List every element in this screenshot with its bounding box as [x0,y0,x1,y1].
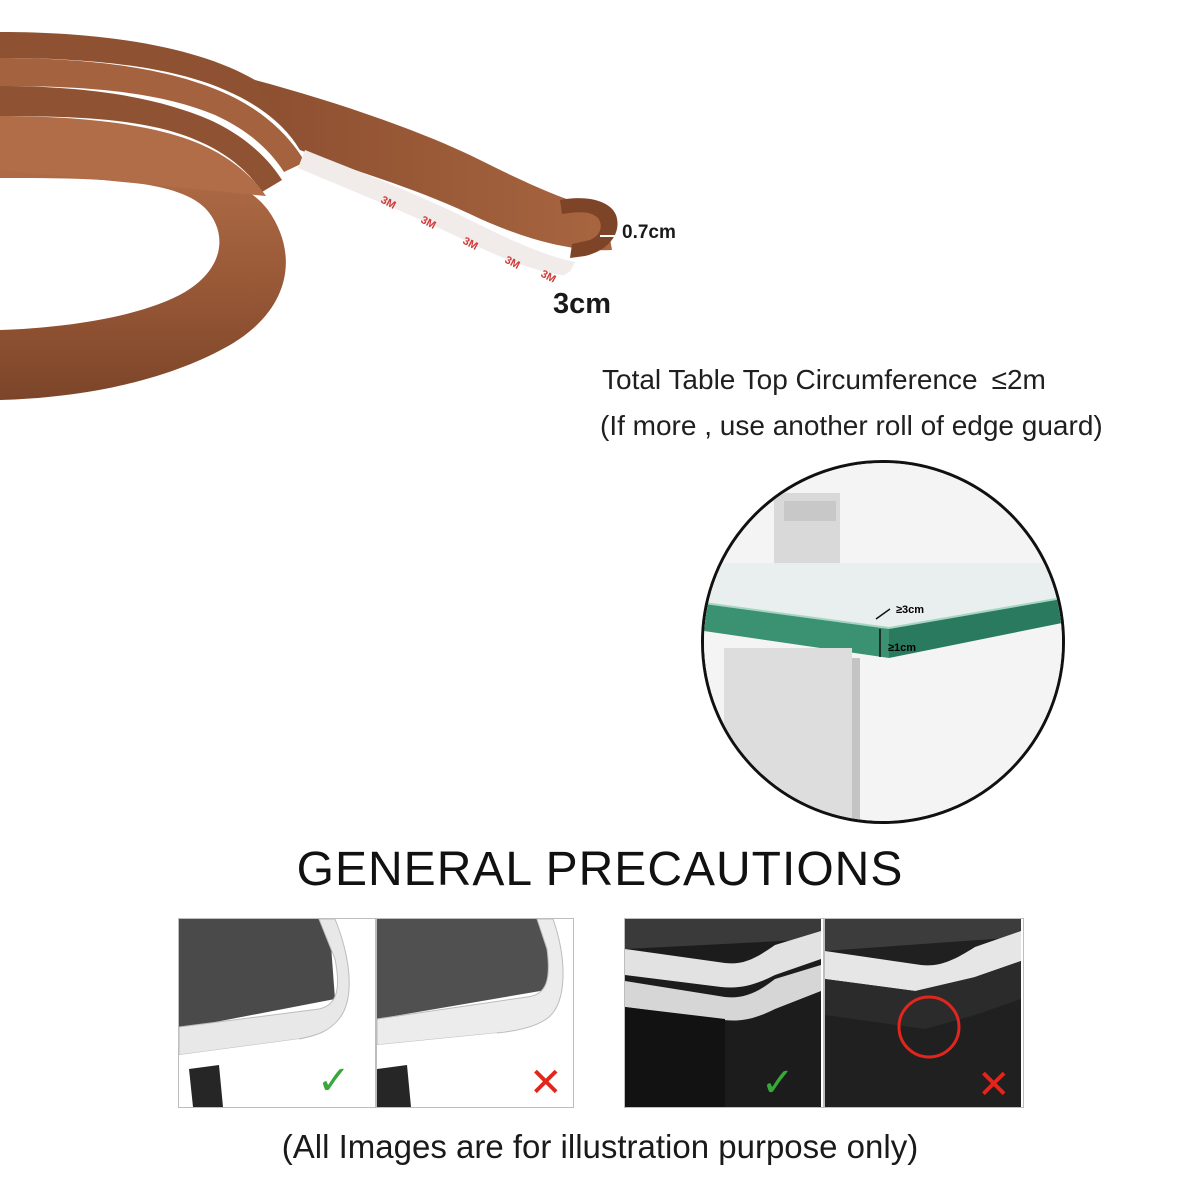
cross-icon: ✕ [977,1063,1011,1107]
circumference-value: 2m [1006,364,1046,395]
precaution-panel-4: ✕ [824,918,1024,1108]
check-icon: ✓ [317,1059,351,1103]
extra-roll-note: (If more , use another roll of edge guar… [600,410,1103,441]
thickness-label: 0.7cm [622,222,676,243]
precaution-panel-1: ✓ [178,918,376,1108]
glass-table-illustration: ≥3cm ≥1cm [704,463,1062,821]
check-icon: ✓ [761,1061,795,1105]
illustration-disclaimer: (All Images are for illustration purpose… [281,1128,919,1165]
precaution-panel-2: ✕ [376,918,574,1108]
width-label: 3cm [553,288,612,320]
total-length-label: Totel Length = 2m [14,196,176,217]
precaution-panel-3: ✓ [624,918,824,1108]
circumference-requirement: Total Table Top Circumference ≤2m [602,364,1046,396]
problem-highlight-circle [897,995,961,1059]
precautions-heading: GENERAL PRECAUTIONS [296,843,904,896]
glass-depth-label: ≥3cm [896,604,924,616]
circumference-requirement-text: Total Table Top Circumference [602,364,978,395]
table-edge-magnifier: ≥3cm ≥1cm [701,460,1065,824]
less-equal-symbol: ≤ [991,364,1007,395]
glass-thickness-label: ≥1cm [888,642,916,654]
edge-guard-roll-image: 3M 3M 3M 3M 3M [0,32,620,400]
cross-icon: ✕ [529,1061,563,1105]
